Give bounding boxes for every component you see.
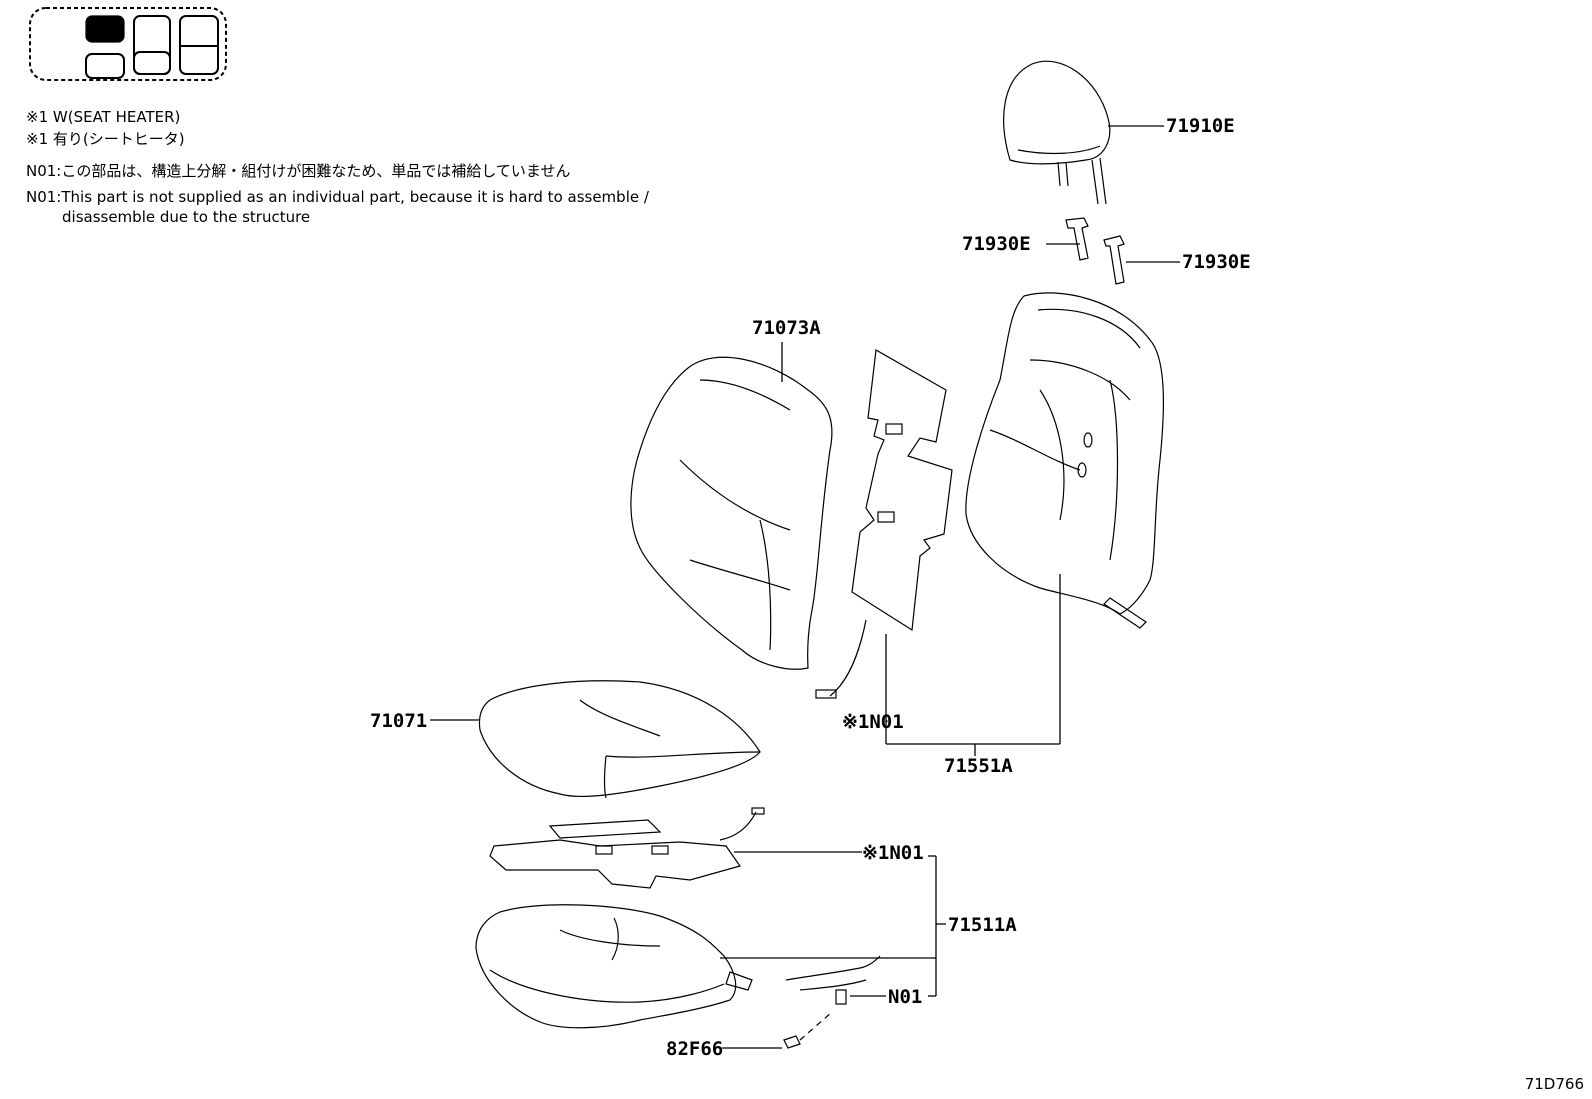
note-n01-en-line1: N01:This part is not supplied as an indi… — [26, 188, 649, 206]
cushion-wire-drawing — [785, 955, 881, 1005]
diagram-code: 71D766 — [1524, 1075, 1584, 1093]
label-71930E-right: 71930E — [1182, 251, 1251, 273]
label-71073A: 71073A — [752, 317, 821, 339]
label-82F66: 82F66 — [666, 1038, 723, 1060]
label-71071: 71071 — [370, 710, 427, 732]
note-n01-en-line2: disassemble due to the structure — [62, 208, 311, 226]
label-cushion-heater-N01: ※1N01 — [862, 842, 924, 864]
label-back-heater-N01: ※1N01 — [842, 711, 904, 733]
seatback-cover-drawing — [630, 356, 833, 670]
cushion-heater-drawing — [489, 807, 765, 889]
cushion-pad-drawing — [475, 904, 753, 1029]
note-n01-jp: N01:この部品は、構造上分解・組付けが困難なため、単品では補給していません — [26, 162, 571, 180]
headrest-drawing — [1003, 60, 1111, 205]
label-71930E-left: 71930E — [962, 233, 1031, 255]
headrest-support-left-drawing — [1065, 217, 1089, 261]
seatback-pad-drawing — [965, 292, 1165, 629]
label-71910E: 71910E — [1166, 115, 1235, 137]
note-seat-heater-jp: ※1 有り(シートヒータ) — [26, 130, 185, 148]
label-71551A: 71551A — [944, 755, 1013, 777]
cushion-cover-drawing — [478, 680, 761, 799]
note-seat-heater-en: ※1 W(SEAT HEATER) — [26, 108, 181, 126]
seat-position-icon — [29, 7, 227, 81]
seatback-heater-drawing — [815, 349, 953, 699]
leader-lines — [430, 125, 1180, 1049]
label-wire-N01: N01 — [888, 986, 922, 1008]
label-71511A: 71511A — [948, 914, 1017, 936]
connector-drawing — [783, 1011, 833, 1049]
headrest-support-right-drawing — [1103, 235, 1125, 285]
